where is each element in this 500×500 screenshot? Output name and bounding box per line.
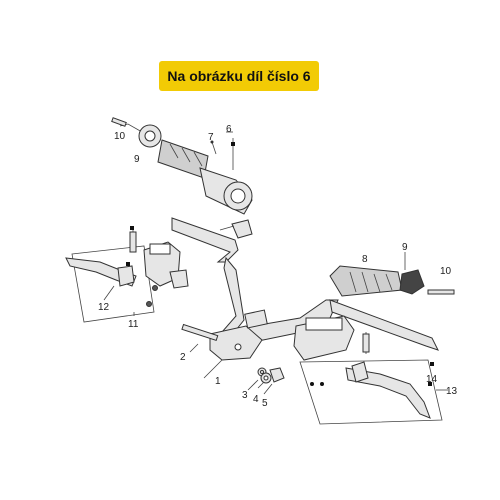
- callout-3: 3: [242, 390, 248, 401]
- callout-9-left: 9: [134, 154, 140, 165]
- page-title-banner: Na obrázku díl číslo 6: [159, 61, 319, 91]
- callout-10-left: 10: [114, 131, 126, 142]
- left-lever-assembly: [65, 226, 189, 323]
- callout-1: 1: [215, 376, 221, 387]
- fasteners: [181, 323, 285, 384]
- callout-5: 5: [262, 398, 268, 409]
- right-grip: [329, 252, 455, 297]
- callout-numbers: 1 2 3 4 5 6 7 8 9 9 10 10 11 12 13 14: [98, 124, 458, 409]
- right-lever-assembly: [293, 315, 443, 425]
- callout-2: 2: [180, 352, 186, 363]
- callout-4: 4: [253, 394, 259, 405]
- callout-11: 11: [128, 319, 139, 330]
- callout-leaders: [103, 131, 448, 395]
- left-grip-throttle: [111, 117, 253, 239]
- callout-14: 14: [426, 374, 438, 385]
- callout-6: 6: [226, 124, 232, 135]
- callout-8: 8: [362, 254, 368, 265]
- callout-12: 12: [98, 302, 110, 313]
- callout-7: 7: [208, 132, 214, 143]
- callout-13: 13: [446, 386, 458, 397]
- callout-9-right: 9: [402, 242, 408, 253]
- handlebar-frame: [171, 217, 439, 361]
- callout-10-right: 10: [440, 266, 452, 277]
